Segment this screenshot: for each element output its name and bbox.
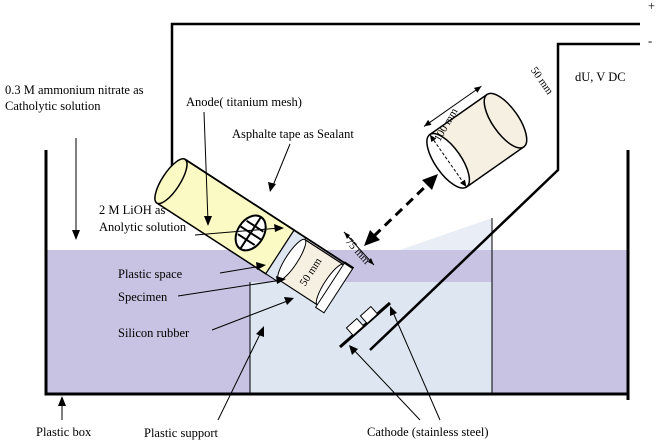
minus-terminal: - (648, 34, 652, 48)
cathode-plate (339, 301, 391, 349)
plastic-support-label: Plastic support (144, 426, 218, 440)
cylinder-length-label: 50 mm (528, 65, 556, 98)
anolyte-label-1: 2 M LiOH as (99, 203, 165, 217)
anolyte-label-2: Anolytic solution (99, 220, 187, 234)
anode-label: Anode( titanium mesh) (186, 95, 302, 109)
asphalte-label: Asphalte tape as Sealant (232, 127, 354, 141)
specimen-label: Specimen (118, 290, 168, 304)
power-label: dU, V DC (575, 70, 626, 84)
specimen-detail (423, 85, 528, 189)
catholyte-label-1: 0.3 M ammonium nitrate as (5, 83, 144, 97)
anode-cell: 50 mm (154, 158, 355, 314)
cathode-label: Cathode (stainless steel) (367, 425, 489, 439)
silicon-rubber-label: Silicon rubber (118, 326, 190, 340)
plastic-box-label: Plastic box (36, 425, 92, 439)
plastic-space-label: Plastic space (118, 267, 183, 281)
assembly-arrow (372, 182, 430, 238)
dim-75-line (343, 231, 375, 266)
silicon-rubber (314, 261, 355, 314)
support-upper (400, 218, 492, 250)
catholyte-label-2: Catholytic solution (5, 99, 101, 113)
plastic-box (44, 150, 630, 396)
plus-terminal: + (648, 0, 655, 13)
anode-wire (170, 22, 640, 175)
cathode-wire (369, 42, 640, 351)
